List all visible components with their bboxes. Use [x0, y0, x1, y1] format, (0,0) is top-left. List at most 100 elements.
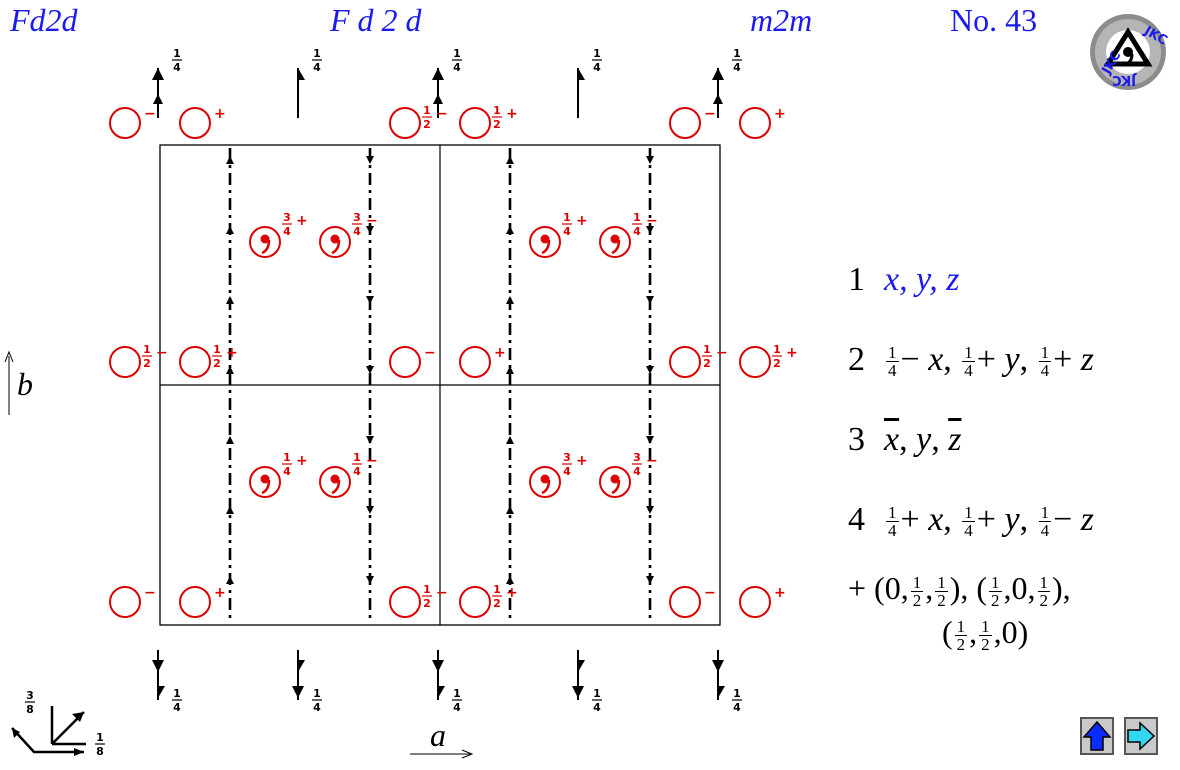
position-circle	[739, 107, 771, 139]
glide-arrow	[646, 576, 654, 584]
position-circle-comma-height-den: 4	[633, 225, 641, 238]
position-circle-comma-height-den: 4	[283, 225, 291, 238]
glide-arrow	[506, 296, 514, 304]
glide-arrow	[366, 366, 374, 374]
position-circle-height-den: 2	[143, 357, 151, 370]
half-arrow-bottom-2	[438, 686, 445, 698]
position-circle-comma-height-den: 4	[353, 225, 361, 238]
coordinate-text: x, y, z	[884, 261, 960, 298]
position-circle-height-num: 1	[423, 583, 431, 596]
position-circle	[179, 107, 211, 139]
next-button[interactable]	[1124, 717, 1158, 755]
position-circle-comma-tail	[261, 239, 271, 255]
glide-arrow	[506, 506, 514, 514]
position-circle	[459, 107, 491, 139]
symmetry-diagram: 14141414141414141414−+12−12+−+12−12+−+12…	[4, 47, 798, 759]
position-circle-comma	[319, 466, 351, 498]
arrow-top-2	[433, 94, 443, 104]
half-arrow-bottom	[298, 660, 305, 672]
glide-legend-line	[11, 727, 84, 754]
position-circle-comma-dot	[610, 474, 620, 484]
position-circle-comma-sign: +	[296, 213, 308, 229]
position-circle-comma-tail	[541, 479, 551, 495]
quarter-bottom-num: 1	[173, 687, 181, 700]
full-symbol: F d 2 d	[330, 2, 422, 38]
position-circle-comma-height-den: 4	[353, 465, 361, 478]
up-button[interactable]	[1080, 717, 1114, 755]
arrow-bottom-2	[292, 686, 304, 698]
position-circle	[739, 586, 771, 618]
position-circle-comma-height-den: 4	[563, 225, 571, 238]
position-circle-comma-dot	[330, 474, 340, 484]
position-circle-sign: +	[214, 585, 226, 601]
quarter-bottom-num: 1	[313, 687, 321, 700]
position-circle-sign: +	[506, 585, 518, 601]
full-arrow-bottom	[432, 660, 444, 672]
position-circle	[669, 107, 701, 139]
glide-arrow	[366, 576, 374, 584]
quarter-bottom-den: 4	[593, 701, 601, 714]
glide-arrow	[646, 156, 654, 164]
glide-legend-arrow-2	[74, 748, 84, 756]
position-circle-comma	[529, 466, 561, 498]
position-circle-height-num: 1	[703, 343, 711, 356]
position-circle-comma-height-den: 4	[563, 465, 571, 478]
position-circle	[669, 586, 701, 618]
position-circle-sign: +	[506, 106, 518, 122]
coordinate-row-1: 1 x, y, z	[848, 240, 1178, 320]
position-circle-height-den: 2	[773, 357, 781, 370]
position-circle-comma-dot	[540, 234, 550, 244]
half-arrow-top	[298, 68, 305, 80]
position-circle-height-den: 2	[493, 597, 501, 610]
quarter-top-den: 4	[313, 61, 321, 74]
full-arrow-bottom	[712, 660, 724, 672]
glide-arrow	[226, 436, 234, 444]
coordinate-row-3: 3 x, y, z	[848, 400, 1178, 480]
glide-arrow	[226, 156, 234, 164]
glide-arrow	[646, 226, 654, 234]
glide-arrow	[506, 436, 514, 444]
position-circle	[739, 346, 771, 378]
quarter-top-num: 1	[453, 47, 461, 60]
position-circle-comma-dot	[330, 234, 340, 244]
quarter-bottom-num: 1	[593, 687, 601, 700]
position-circle-comma	[599, 466, 631, 498]
quarter-bottom-den: 4	[453, 701, 461, 714]
position-circle-comma-sign: −	[646, 213, 658, 229]
position-circle-height-num: 1	[493, 583, 501, 596]
coordinate-text: x, y, z	[884, 421, 962, 458]
arrow-top-2	[713, 94, 723, 104]
position-circle-sign: +	[786, 345, 798, 361]
position-circle-comma-height-num: 3	[283, 211, 291, 224]
quarter-top-num: 1	[733, 47, 741, 60]
glide-arrow	[506, 156, 514, 164]
logo-text-bottom: JKC	[1112, 72, 1137, 87]
glide-arrow	[226, 366, 234, 374]
position-circle-sign: −	[144, 585, 156, 601]
quarter-top-num: 1	[593, 47, 601, 60]
axis-a-label: a	[430, 717, 446, 753]
position-circle-comma-height-num: 3	[633, 451, 641, 464]
glide-legend-arrow-1	[12, 728, 20, 738]
glide-arrow	[366, 436, 374, 444]
glide-legend-line-2	[50, 706, 85, 745]
position-circle-height-den: 2	[423, 118, 431, 131]
one-eighth-label-den: 8	[96, 745, 104, 758]
position-circle	[459, 346, 491, 378]
position-circle-sign: −	[144, 106, 156, 122]
full-arrow-bottom	[152, 660, 164, 672]
position-circle	[109, 586, 141, 618]
quarter-top-den: 4	[593, 61, 601, 74]
position-circle-sign: −	[424, 345, 436, 361]
quarter-top-den: 4	[733, 61, 741, 74]
half-arrow-bottom-2	[158, 686, 165, 698]
position-circle-comma-height-den: 4	[283, 465, 291, 478]
glide-arrow	[646, 436, 654, 444]
position-circle-comma-sign: +	[576, 213, 588, 229]
quarter-top-num: 1	[313, 47, 321, 60]
quarter-top-den: 4	[453, 61, 461, 74]
